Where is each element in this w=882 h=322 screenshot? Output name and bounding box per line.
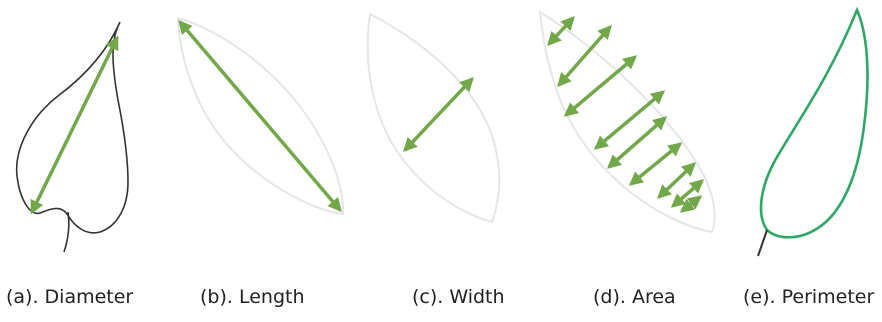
caption-width: (c). Width — [412, 286, 505, 308]
width-arrow — [405, 79, 472, 150]
panel-area — [540, 12, 715, 232]
panel-perimeter — [758, 10, 867, 256]
area-arrow — [609, 118, 665, 167]
caption-length: (b). Length — [200, 286, 305, 308]
area-arrow — [559, 27, 610, 85]
length-arrow — [180, 22, 340, 210]
area-arrow — [673, 181, 702, 206]
area-arrow — [682, 197, 700, 211]
panel-diameter — [17, 22, 128, 252]
stem — [758, 230, 767, 256]
area-arrow — [631, 144, 680, 184]
petiole — [64, 212, 69, 252]
caption-perimeter: (e). Perimeter — [743, 286, 874, 308]
caption-area: (d). Area — [593, 286, 676, 308]
leaf-outline-perimeter — [761, 10, 867, 237]
area-arrow — [596, 92, 663, 148]
panel-length — [178, 18, 343, 214]
panel-width — [368, 14, 500, 222]
caption-diameter: (a). Diameter — [6, 286, 133, 308]
diameter-arrow — [32, 38, 117, 212]
